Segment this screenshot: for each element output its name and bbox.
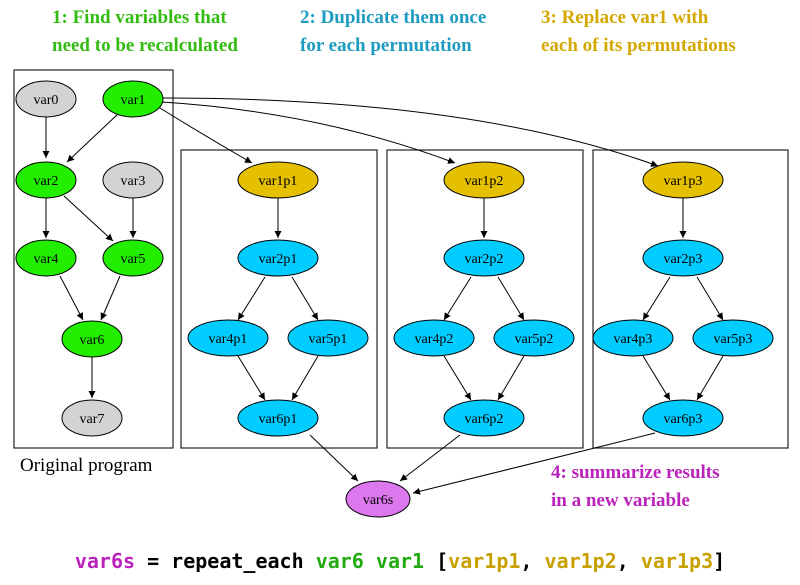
node-var2p1: var2p1 bbox=[237, 239, 319, 277]
code-line: var6s = repeat_each var6 var1 [var1p1, v… bbox=[75, 549, 725, 573]
node-var6p1-label: var6p1 bbox=[259, 412, 298, 427]
node-var1-label: var1 bbox=[121, 93, 146, 108]
permutation-2-box bbox=[386, 149, 584, 449]
code-var1p1: var1p1 bbox=[448, 549, 520, 573]
code-var1p3: var1p3 bbox=[641, 549, 713, 573]
node-var2-label: var2 bbox=[34, 174, 59, 189]
node-var5p1-label: var5p1 bbox=[309, 332, 348, 347]
step-3-line-1: 3: Replace var1 with bbox=[541, 7, 709, 28]
edge-var2p1-var4p1 bbox=[237, 276, 266, 321]
original-program-box bbox=[13, 69, 174, 449]
node-var6-label: var6 bbox=[80, 333, 105, 348]
permutation-3-box bbox=[592, 149, 789, 449]
node-var7: var7 bbox=[61, 399, 123, 437]
edge-var6p3-var6s bbox=[412, 432, 656, 495]
node-var2p2: var2p2 bbox=[443, 239, 525, 277]
node-var1p1-label: var1p1 bbox=[259, 174, 298, 189]
edge-var1-var2 bbox=[66, 113, 119, 163]
node-var5-label: var5 bbox=[121, 252, 146, 267]
edge-var4p3-var6p3 bbox=[642, 355, 671, 401]
edge-var2-var5 bbox=[63, 195, 114, 242]
step-1-line-2: need to be recalculated bbox=[52, 35, 238, 56]
node-var6: var6 bbox=[61, 320, 123, 358]
step-4-line-1: 4: summarize results bbox=[551, 462, 720, 483]
node-var5p2-label: var5p2 bbox=[515, 332, 554, 347]
edge-var2p1-var5p1 bbox=[291, 276, 319, 321]
node-var3: var3 bbox=[102, 161, 164, 199]
edge-var1-var1p3 bbox=[161, 97, 659, 167]
edge-var6p2-var6s bbox=[399, 434, 461, 482]
edge-var2p2-var4p2 bbox=[443, 276, 472, 321]
step-4-line-2: in a new variable bbox=[551, 490, 690, 511]
node-var6s-label: var6s bbox=[363, 493, 393, 508]
code-close-bracket: ] bbox=[713, 549, 725, 573]
edge-var6p1-var6s bbox=[309, 434, 359, 482]
node-var2p1-label: var2p1 bbox=[259, 252, 298, 267]
permutation-1-box bbox=[180, 149, 378, 449]
code-space bbox=[364, 549, 376, 573]
code-var1: var1 bbox=[376, 549, 424, 573]
node-var1p3-label: var1p3 bbox=[664, 174, 703, 189]
node-var1: var1 bbox=[102, 80, 164, 118]
node-var5p2: var5p2 bbox=[493, 319, 575, 357]
original-program-caption: Original program bbox=[20, 455, 153, 476]
node-var4p3: var4p3 bbox=[592, 319, 674, 357]
edge-var5-var6 bbox=[100, 275, 121, 321]
node-var6p1: var6p1 bbox=[237, 399, 319, 437]
node-var1p1: var1p1 bbox=[237, 161, 319, 199]
node-var5: var5 bbox=[102, 239, 164, 277]
step-2-line-2: for each permutation bbox=[300, 35, 472, 56]
edge-var4p2-var6p2 bbox=[443, 355, 472, 401]
node-var2: var2 bbox=[15, 161, 77, 199]
node-var3-label: var3 bbox=[121, 174, 146, 189]
node-var4: var4 bbox=[15, 239, 77, 277]
edge-var2p3-var4p3 bbox=[642, 276, 671, 321]
code-open-bracket: [ bbox=[424, 549, 448, 573]
node-var6p3: var6p3 bbox=[642, 399, 724, 437]
node-var4p1: var4p1 bbox=[187, 319, 269, 357]
step-3-line-2: each of its permutations bbox=[541, 35, 736, 56]
code-var6: var6 bbox=[316, 549, 364, 573]
node-var4p1-label: var4p1 bbox=[209, 332, 248, 347]
node-var6p2-label: var6p2 bbox=[465, 412, 504, 427]
edge-var4p1-var6p1 bbox=[237, 355, 266, 401]
node-var7-label: var7 bbox=[80, 412, 105, 427]
code-assign: = repeat_each bbox=[135, 549, 316, 573]
node-var4p2-label: var4p2 bbox=[415, 332, 454, 347]
node-var4-label: var4 bbox=[34, 252, 59, 267]
edge-var5p2-var6p2 bbox=[497, 355, 525, 401]
node-var2p3: var2p3 bbox=[642, 239, 724, 277]
node-var5p3: var5p3 bbox=[692, 319, 774, 357]
node-var0: var0 bbox=[15, 80, 77, 118]
code-var1p2: var1p2 bbox=[545, 549, 617, 573]
edge-var1-var1p1 bbox=[159, 107, 253, 164]
node-var0-label: var0 bbox=[34, 93, 59, 108]
code-comma-1: , bbox=[520, 549, 544, 573]
step-1-line-1: 1: Find variables that bbox=[52, 7, 227, 28]
node-var2p3-label: var2p3 bbox=[664, 252, 703, 267]
node-var4p2: var4p2 bbox=[393, 319, 475, 357]
edge-var5p1-var6p1 bbox=[291, 355, 319, 401]
node-var1p2: var1p2 bbox=[443, 161, 525, 199]
node-var2p2-label: var2p2 bbox=[465, 252, 504, 267]
node-var6p3-label: var6p3 bbox=[664, 412, 703, 427]
edge-var2p3-var5p3 bbox=[696, 276, 724, 321]
edge-var2p2-var5p2 bbox=[497, 276, 525, 321]
node-var5p3-label: var5p3 bbox=[714, 332, 753, 347]
node-var4p3-label: var4p3 bbox=[614, 332, 653, 347]
edge-var5p3-var6p3 bbox=[696, 355, 724, 401]
node-var1p3: var1p3 bbox=[642, 161, 724, 199]
edge-var1-var1p2 bbox=[161, 101, 456, 164]
code-target: var6s bbox=[75, 549, 135, 573]
edge-var4-var6 bbox=[59, 275, 84, 321]
step-2-line-1: 2: Duplicate them once bbox=[300, 7, 486, 28]
code-comma-2: , bbox=[617, 549, 641, 573]
node-var6p2: var6p2 bbox=[443, 399, 525, 437]
node-var1p2-label: var1p2 bbox=[465, 174, 504, 189]
node-var6s: var6s bbox=[345, 480, 411, 518]
node-var5p1: var5p1 bbox=[287, 319, 369, 357]
